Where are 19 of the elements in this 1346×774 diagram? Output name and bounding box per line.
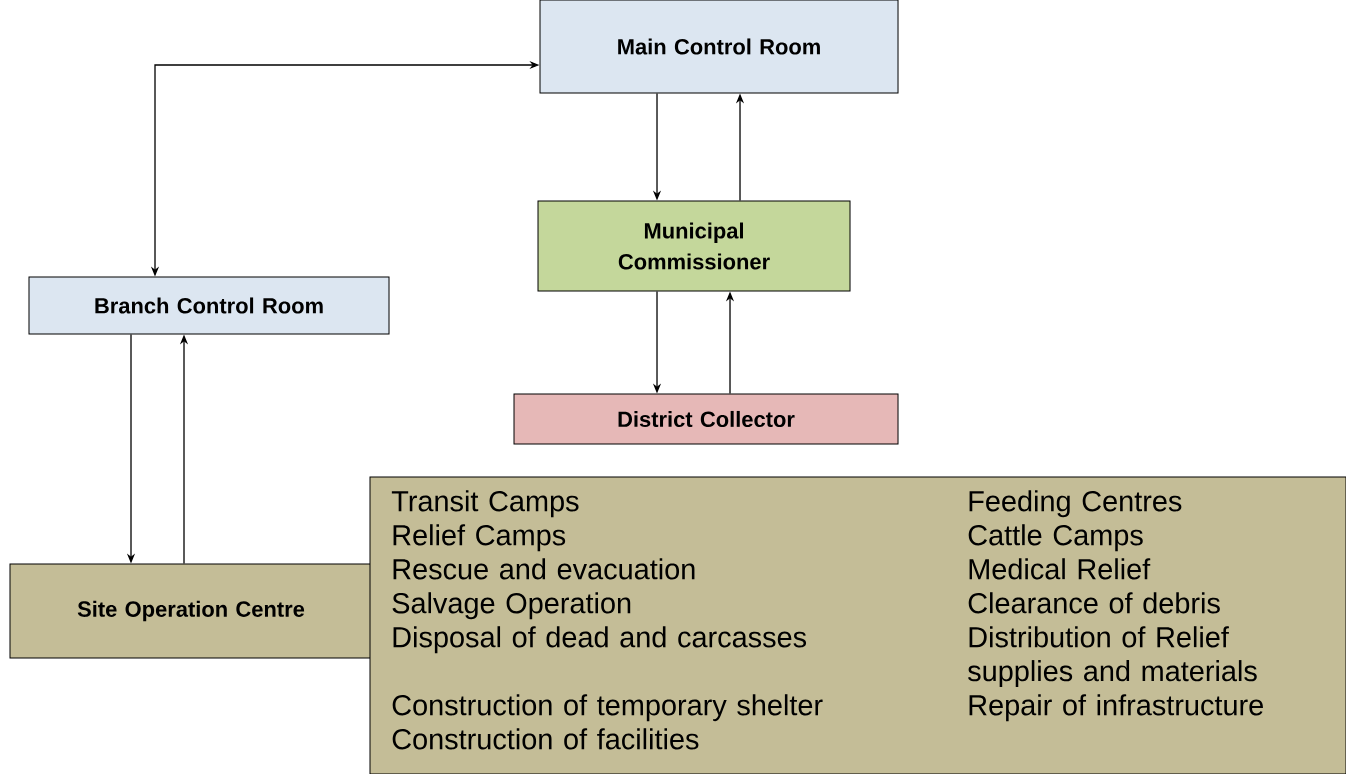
process-box: Site Operation Centre [9,563,373,659]
process-box: Municipal Commissioner [537,200,851,292]
list-item: Construction of facilities [392,728,699,750]
process-box: District Collector [513,393,899,445]
list-item: Disposal of dead and carcasses [393,626,807,654]
process-box: Main Control Room [539,0,899,94]
list-item: Transit Camps [391,490,579,518]
list-item: Feeding Centres [969,490,1182,518]
list-item: Construction of temporary shelter [392,694,823,722]
list-item: Repair of infrastructure [969,694,1263,722]
list-item: Rescue and evacuation [393,558,695,580]
list-item: Salvage Operation [392,592,631,620]
activities-box [369,476,1346,774]
list-item: Cattle Camps [968,524,1143,552]
list-item: Clearance of debris [968,592,1220,614]
list-item: Relief Camps [393,524,566,552]
list-item: Medical Relief [969,558,1151,580]
list-item: Distribution of Relief supplies and materials [968,626,1257,687]
process-box: Branch Control Room [28,276,390,335]
